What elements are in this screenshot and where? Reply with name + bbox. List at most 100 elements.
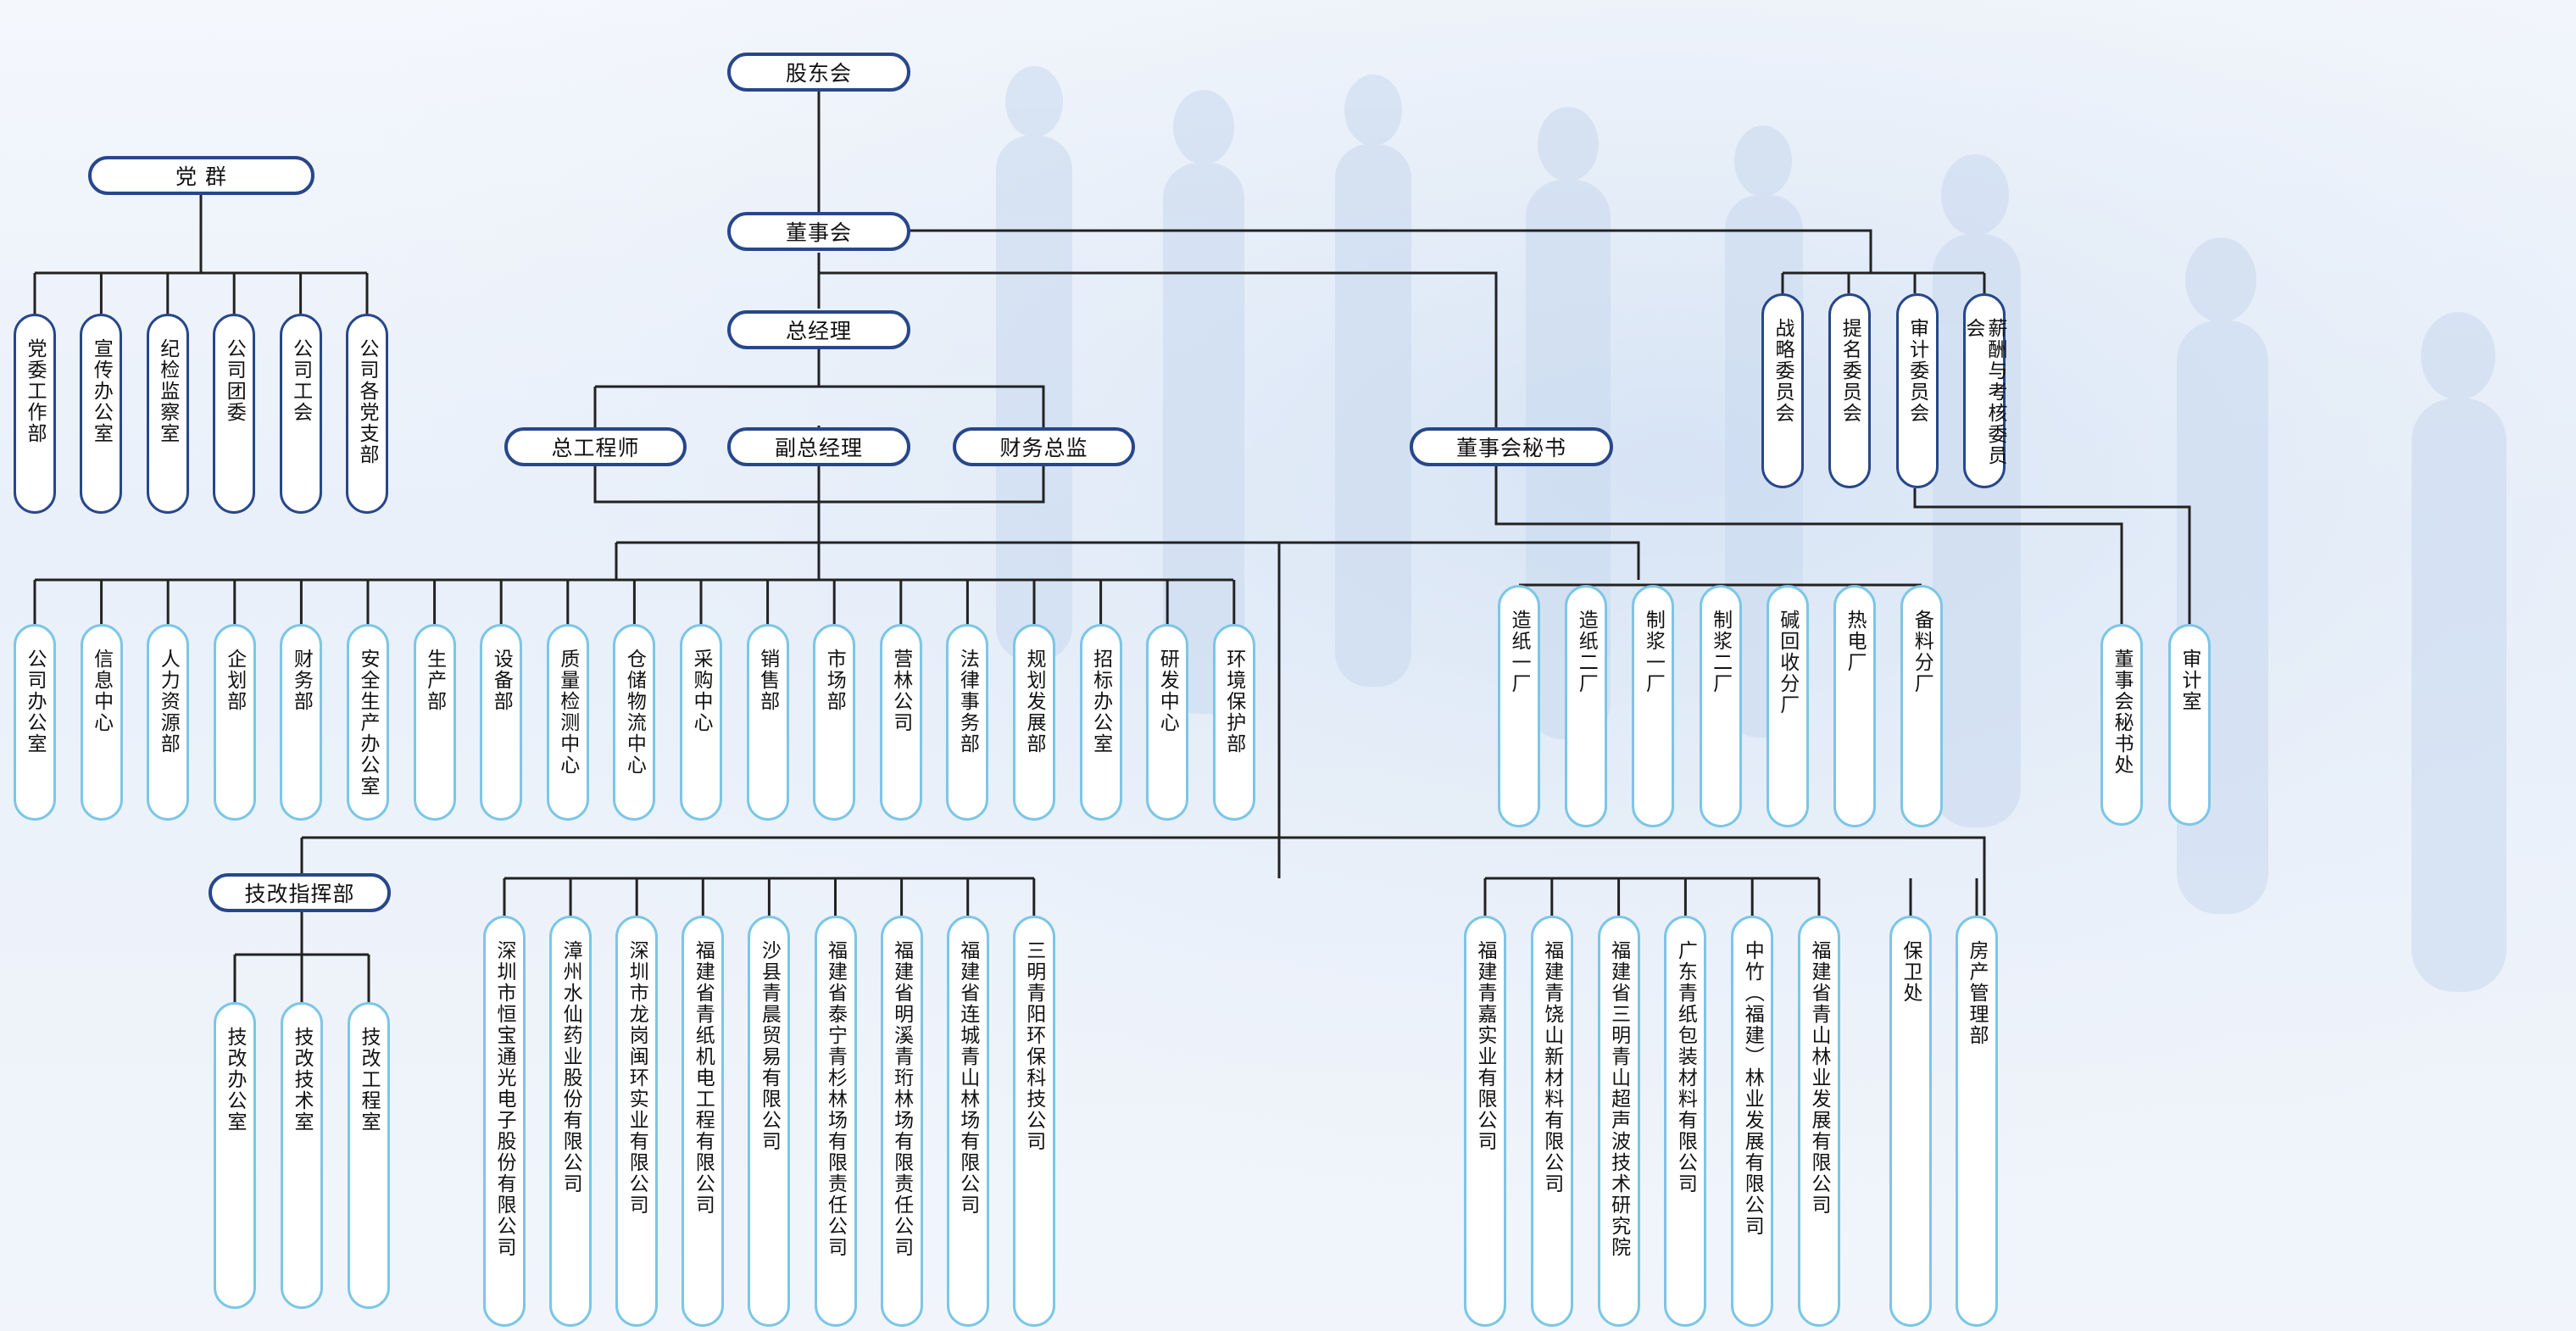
factory-5[interactable]: 碱回收分厂 xyxy=(1766,585,1809,827)
department-label: 信息中心 xyxy=(90,649,113,733)
factory-7[interactable]: 备料分厂 xyxy=(1900,585,1944,827)
department-2[interactable]: 信息中心 xyxy=(80,624,123,821)
subsidiary-b-2[interactable]: 福建青饶山新材料有限公司 xyxy=(1530,916,1573,1327)
department-label: 安全生产办公室 xyxy=(357,649,379,797)
subsidiary-a-2[interactable]: 漳州水仙药业股份有限公司 xyxy=(549,916,593,1327)
misc-unit-label: 房产管理部 xyxy=(1966,940,1988,1046)
tech-office-2[interactable]: 技改技术室 xyxy=(281,1002,323,1309)
party-unit-label: 公司各党支部 xyxy=(356,338,378,465)
party-unit-6[interactable]: 公司各党支部 xyxy=(346,314,388,514)
department-label: 人力资源部 xyxy=(157,649,180,755)
misc-unit-1[interactable]: 保卫处 xyxy=(1889,916,1932,1327)
department-label: 营林公司 xyxy=(889,649,912,733)
tech-office-label: 技改工程室 xyxy=(358,1027,380,1133)
subsidiary-a-1[interactable]: 深圳市恒宝通光电子股份有限公司 xyxy=(483,916,526,1327)
party-unit-1[interactable]: 党委工作部 xyxy=(14,314,56,514)
tech-office-3[interactable]: 技改工程室 xyxy=(348,1002,390,1309)
department-5[interactable]: 财务部 xyxy=(280,624,323,821)
subsidiary-b-6[interactable]: 福建省青山林业发展有限公司 xyxy=(1798,916,1840,1327)
factory-label: 碱回收分厂 xyxy=(1776,610,1799,716)
misc-unit-label: 保卫处 xyxy=(1900,940,1922,1004)
subsidiary-a-label: 沙县青晨贸易有限公司 xyxy=(758,940,781,1152)
committee-3[interactable]: 审计委员会 xyxy=(1895,293,1939,488)
subsidiary-a-3[interactable]: 深圳市龙岗闽环实业有限公司 xyxy=(615,916,659,1327)
department-8[interactable]: 设备部 xyxy=(480,624,523,821)
committee-label: 战略委员会 xyxy=(1772,318,1794,424)
misc-unit-2[interactable]: 房产管理部 xyxy=(1956,916,1998,1327)
tech-office-label: 技改技术室 xyxy=(291,1027,313,1133)
party-unit-label: 公司工会 xyxy=(289,338,312,423)
committee-label: 提名委员会 xyxy=(1839,318,1861,424)
department-9[interactable]: 质量检测中心 xyxy=(546,624,589,821)
subsidiary-b-5[interactable]: 中竹（福建）林业发展有限公司 xyxy=(1731,916,1774,1327)
department-10[interactable]: 仓储物流中心 xyxy=(613,624,656,821)
factory-label: 制浆二厂 xyxy=(1709,610,1732,694)
subsidiary-a-label: 福建省明溪青珩林场有限责任公司 xyxy=(890,940,913,1258)
party-unit-4[interactable]: 公司团委 xyxy=(213,314,256,514)
board-box[interactable]: 董事会 xyxy=(727,212,910,251)
subsidiary-a-8[interactable]: 福建省连城青山林场有限公司 xyxy=(946,916,989,1327)
tech-office-1[interactable]: 技改办公室 xyxy=(214,1002,256,1309)
deputy-gm-box[interactable]: 副总经理 xyxy=(727,427,910,466)
factory-label: 备料分厂 xyxy=(1911,610,1933,694)
department-15[interactable]: 法律事务部 xyxy=(946,624,989,821)
subsidiary-b-3[interactable]: 福建省三明青山超声波技术研究院 xyxy=(1597,916,1640,1327)
factory-label: 造纸一厂 xyxy=(1508,610,1530,694)
subsidiary-a-7[interactable]: 福建省明溪青珩林场有限责任公司 xyxy=(880,916,923,1327)
department-13[interactable]: 市场部 xyxy=(813,624,856,821)
factory-label: 制浆一厂 xyxy=(1642,610,1665,694)
department-label: 生产部 xyxy=(423,649,446,712)
subsidiary-b-label: 福建青饶山新材料有限公司 xyxy=(1540,940,1563,1195)
department-label: 法律事务部 xyxy=(956,649,979,755)
tech-command-box[interactable]: 技改指挥部 xyxy=(209,873,391,912)
shareholders-box[interactable]: 股东会 xyxy=(727,53,910,92)
party-unit-5[interactable]: 公司工会 xyxy=(279,314,322,514)
department-label: 销售部 xyxy=(756,649,779,712)
department-label: 公司办公室 xyxy=(24,649,46,755)
committee-label: 审计委员会 xyxy=(1906,318,1928,424)
subsidiary-a-4[interactable]: 福建省青纸机电工程有限公司 xyxy=(682,916,725,1327)
general-manager-box[interactable]: 总经理 xyxy=(727,310,910,349)
subsidiary-b-label: 福建省三明青山超声波技术研究院 xyxy=(1607,940,1630,1258)
factory-label: 造纸二厂 xyxy=(1575,610,1598,694)
factory-3[interactable]: 制浆一厂 xyxy=(1632,585,1675,827)
department-11[interactable]: 采购中心 xyxy=(680,624,722,821)
department-4[interactable]: 企划部 xyxy=(213,624,256,821)
subsidiary-b-4[interactable]: 广东青纸包装材料有限公司 xyxy=(1664,916,1707,1327)
board-secretary-box[interactable]: 董事会秘书 xyxy=(1410,427,1613,466)
department-label: 环境保护部 xyxy=(1222,649,1245,755)
department-label: 财务部 xyxy=(290,649,313,712)
chief-engineer-box[interactable]: 总工程师 xyxy=(504,427,687,466)
committee-1[interactable]: 战略委员会 xyxy=(1761,293,1804,488)
factory-2[interactable]: 造纸二厂 xyxy=(1565,585,1608,827)
party-unit-3[interactable]: 纪检监察室 xyxy=(146,314,189,514)
cfo-box[interactable]: 财务总监 xyxy=(953,427,1135,466)
department-3[interactable]: 人力资源部 xyxy=(147,624,190,821)
committee-2[interactable]: 提名委员会 xyxy=(1828,293,1872,488)
committee-4[interactable]: 薪酬与考核委员会 xyxy=(1961,293,2006,488)
department-19[interactable]: 环境保护部 xyxy=(1212,624,1255,821)
department-17[interactable]: 招标办公室 xyxy=(1079,624,1122,821)
department-16[interactable]: 规划发展部 xyxy=(1013,624,1055,821)
party-unit-2[interactable]: 宣传办公室 xyxy=(80,314,123,514)
subsidiary-a-6[interactable]: 福建省泰宁青杉林场有限责任公司 xyxy=(814,916,857,1327)
department-12[interactable]: 销售部 xyxy=(746,624,789,821)
subsidiary-a-5[interactable]: 沙县青晨贸易有限公司 xyxy=(748,916,791,1327)
party-box[interactable]: 党 群 xyxy=(88,156,314,195)
department-14[interactable]: 营林公司 xyxy=(879,624,922,821)
subsidiary-a-9[interactable]: 三明青阳环保科技公司 xyxy=(1012,916,1055,1327)
board-office-label: 审计室 xyxy=(2178,649,2200,712)
subsidiary-b-label: 福建青嘉实业有限公司 xyxy=(1474,940,1496,1152)
department-18[interactable]: 研发中心 xyxy=(1146,624,1189,821)
committee-label: 薪酬与考核委员会 xyxy=(1961,318,2006,466)
factory-4[interactable]: 制浆二厂 xyxy=(1699,585,1742,827)
department-1[interactable]: 公司办公室 xyxy=(14,624,56,821)
factory-6[interactable]: 热电厂 xyxy=(1833,585,1876,827)
department-7[interactable]: 生产部 xyxy=(413,624,456,821)
department-label: 质量检测中心 xyxy=(556,649,579,776)
subsidiary-b-1[interactable]: 福建青嘉实业有限公司 xyxy=(1464,916,1506,1327)
department-6[interactable]: 安全生产办公室 xyxy=(347,624,389,821)
factory-1[interactable]: 造纸一厂 xyxy=(1498,585,1540,827)
board-office-1[interactable]: 董事会秘书处 xyxy=(2100,624,2143,826)
board-office-2[interactable]: 审计室 xyxy=(2168,624,2211,826)
